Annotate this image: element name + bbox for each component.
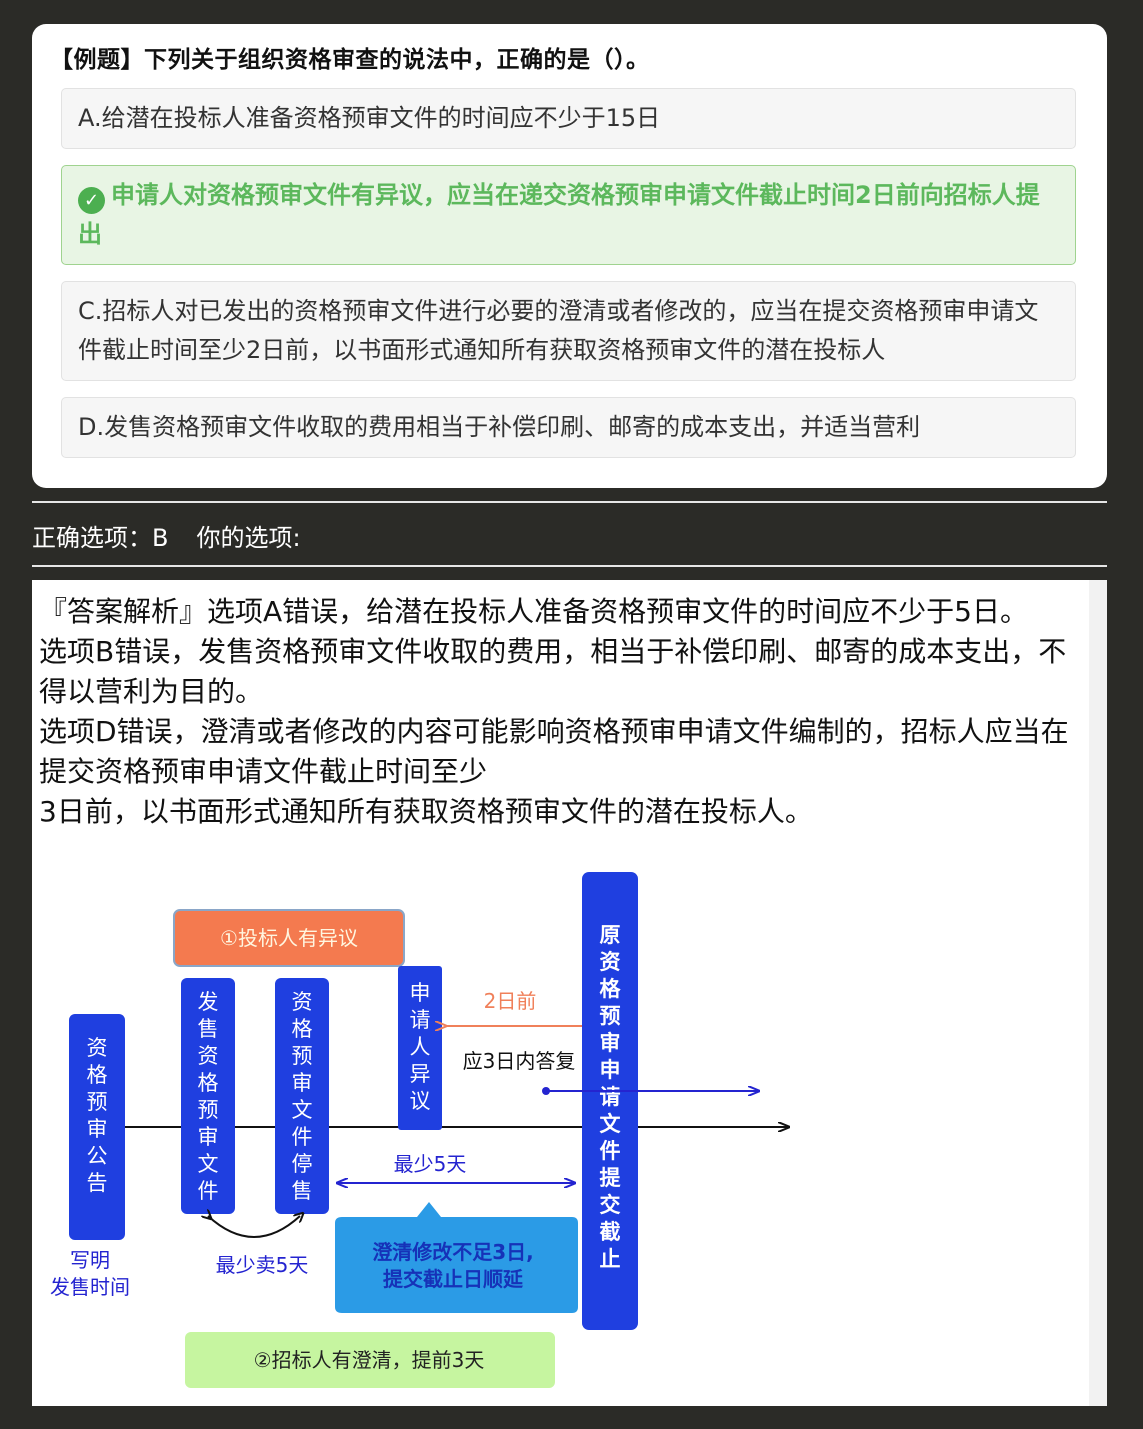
bar-stop-sale bbox=[275, 978, 329, 1214]
scrollbar-track[interactable] bbox=[1089, 580, 1107, 1406]
correct-option-label: 正确选项：B bbox=[32, 524, 169, 552]
clarify-box bbox=[335, 1202, 578, 1313]
explanation-line: 选项B错误，发售资格预审文件收取的费用，相当于补偿印刷、邮寄的成本支出，不得以营… bbox=[39, 635, 1067, 708]
timeline-diagram: ①投标人有异议 资格预审公告 发售资格预审文件 资格预审文件停售 申请人异议 原… bbox=[50, 872, 832, 1388]
sell5-curve-arrow bbox=[208, 1216, 300, 1238]
question-card: 【例题】下列关于组织资格审查的说法中，正确的是（）。 A.给潜在投标人准备资格预… bbox=[32, 24, 1107, 488]
explanation-line: 选项D错误，澄清或者修改的内容可能影响资格预审申请文件编制的，招标人应当在提交资… bbox=[39, 715, 1069, 788]
option-d[interactable]: D.发售资格预审文件收取的费用相当于补偿印刷、邮寄的成本支出，并适当营利 bbox=[61, 397, 1076, 458]
explanation-text: 『答案解析』选项A错误，给潜在投标人准备资格预审文件的时间应不少于5日。 选项B… bbox=[39, 592, 1089, 832]
bar-deadline bbox=[582, 872, 638, 1330]
tenderer-label: ②招标人有澄清，提前3天 bbox=[254, 1348, 485, 1372]
question-title: 【例题】下列关于组织资格审查的说法中，正确的是（）。 bbox=[50, 47, 650, 73]
bar-sale-label: 发售资格预审文件 bbox=[198, 990, 219, 1203]
bar-deadline-label: 原资格预审申请文件提交截止 bbox=[600, 923, 622, 1271]
divider-bottom bbox=[32, 565, 1107, 567]
option-b-label: 申请人对资格预审文件有异议，应当在递交资格预审申请文件截止时间2日前向招标人提出 bbox=[78, 181, 1040, 248]
answer-line: 正确选项：B 你的选项: bbox=[32, 518, 301, 553]
bar-objection bbox=[398, 966, 442, 1130]
two-days-label: 2日前 bbox=[484, 989, 537, 1013]
write-label-2: 发售时间 bbox=[50, 1275, 130, 1299]
bar-announcement bbox=[69, 1014, 125, 1240]
tenderer-box bbox=[185, 1332, 555, 1388]
objection-box bbox=[173, 909, 405, 967]
option-a-label: A.给潜在投标人准备资格预审文件的时间应不少于15日 bbox=[78, 104, 661, 132]
option-d-label: D.发售资格预审文件收取的费用相当于补偿印刷、邮寄的成本支出，并适当营利 bbox=[78, 413, 921, 441]
clarify-label-1: 澄清修改不足3日, bbox=[372, 1240, 534, 1264]
divider-top bbox=[32, 501, 1107, 503]
option-b-correct[interactable]: ✓申请人对资格预审文件有异议，应当在递交资格预审申请文件截止时间2日前向招标人提… bbox=[61, 165, 1076, 265]
option-a[interactable]: A.给潜在投标人准备资格预审文件的时间应不少于15日 bbox=[61, 88, 1076, 149]
explanation-card: 『答案解析』选项A错误，给潜在投标人准备资格预审文件的时间应不少于5日。 选项B… bbox=[32, 580, 1107, 1406]
explanation-line: 『答案解析』选项A错误，给潜在投标人准备资格预审文件的时间应不少于5日。 bbox=[39, 595, 1028, 628]
option-c-label: C.招标人对已发出的资格预审文件进行必要的澄清或者修改的，应当在提交资格预审申请… bbox=[78, 297, 1039, 364]
explanation-line: 3日前，以书面形式通知所有获取资格预审文件的潜在投标人。 bbox=[39, 795, 813, 828]
min5-label: 最少5天 bbox=[394, 1152, 467, 1176]
bar-announcement-label: 资格预审公告 bbox=[87, 1036, 108, 1195]
clarify-label-2: 提交截止日顺延 bbox=[383, 1267, 524, 1291]
option-c[interactable]: C.招标人对已发出的资格预审文件进行必要的澄清或者修改的，应当在提交资格预审申请… bbox=[61, 281, 1076, 381]
check-circle-icon: ✓ bbox=[78, 187, 105, 214]
reply-label: 应3日内答复 bbox=[463, 1049, 576, 1073]
sell5-label: 最少卖5天 bbox=[216, 1253, 309, 1277]
bar-stop-sale-label: 资格预审文件停售 bbox=[292, 990, 313, 1203]
write-label-1: 写明 bbox=[70, 1248, 110, 1272]
your-option-label: 你的选项: bbox=[196, 524, 301, 552]
bar-sale bbox=[181, 978, 235, 1214]
objection-box-label: ①投标人有异议 bbox=[220, 926, 358, 950]
bar-objection-label: 申请人异议 bbox=[410, 981, 431, 1113]
